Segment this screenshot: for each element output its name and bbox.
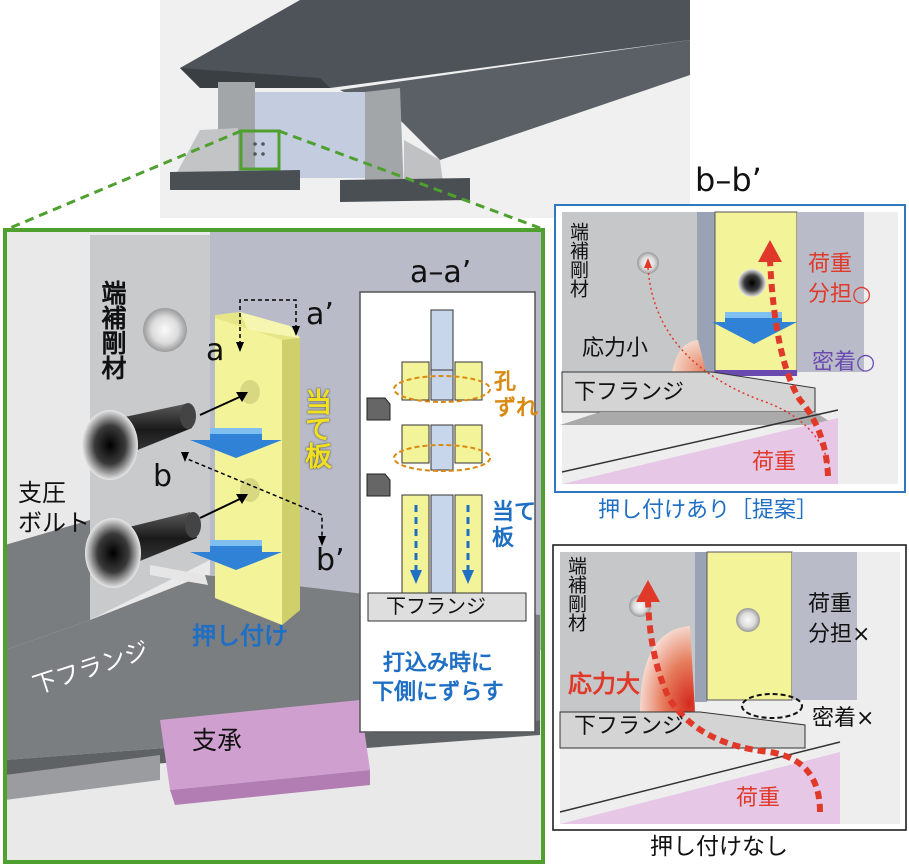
proposal-load-share-label: 荷重 分担○ bbox=[808, 252, 872, 307]
end-stiffener-label: 端補剛材 bbox=[98, 280, 127, 380]
bearing-plate-label: 当て板 bbox=[300, 388, 331, 469]
press-fit-label: 押し付け bbox=[192, 622, 288, 650]
proposal-end-stiffener-label: 端補剛材 bbox=[567, 222, 589, 298]
label-a-prime: a’ bbox=[306, 297, 334, 332]
proposal-contact-label: 密着○ bbox=[812, 350, 876, 375]
none-contact-label: 密着× bbox=[812, 706, 875, 731]
none-load-share-label: 荷重 分担× bbox=[808, 592, 871, 647]
none-caption: 押し付けなし bbox=[650, 834, 788, 860]
section-aa-caption: 打込み時に 下側にずらす bbox=[372, 651, 504, 705]
none-end-stiffener-label: 端補剛材 bbox=[565, 556, 587, 632]
section-aa-title: a–a’ bbox=[410, 255, 472, 290]
label-b: b bbox=[153, 459, 173, 494]
section-aa-flange-label: 下フランジ bbox=[386, 594, 486, 618]
section-bb-title: b–b’ bbox=[695, 161, 762, 199]
hole-offset-label: 孔 ずれ bbox=[494, 370, 539, 422]
bearing-label: 支承 bbox=[192, 726, 243, 755]
none-stress-label: 応力大 bbox=[568, 670, 640, 698]
section-aa-plate-label: 当て 板 bbox=[492, 500, 537, 552]
none-load-label: 荷重 bbox=[736, 786, 781, 811]
label-b-prime: b’ bbox=[316, 543, 345, 578]
proposal-stress-label: 応力小 bbox=[582, 336, 649, 361]
label-a: a bbox=[206, 333, 225, 368]
bearing-bolt-label: 支圧 ボルト bbox=[18, 479, 90, 537]
proposal-flange-label: 下フランジ bbox=[574, 380, 685, 405]
proposal-load-label: 荷重 bbox=[752, 450, 797, 475]
proposal-caption: 押し付けあり［提案］ bbox=[598, 498, 819, 523]
none-flange-label: 下フランジ bbox=[574, 714, 685, 739]
